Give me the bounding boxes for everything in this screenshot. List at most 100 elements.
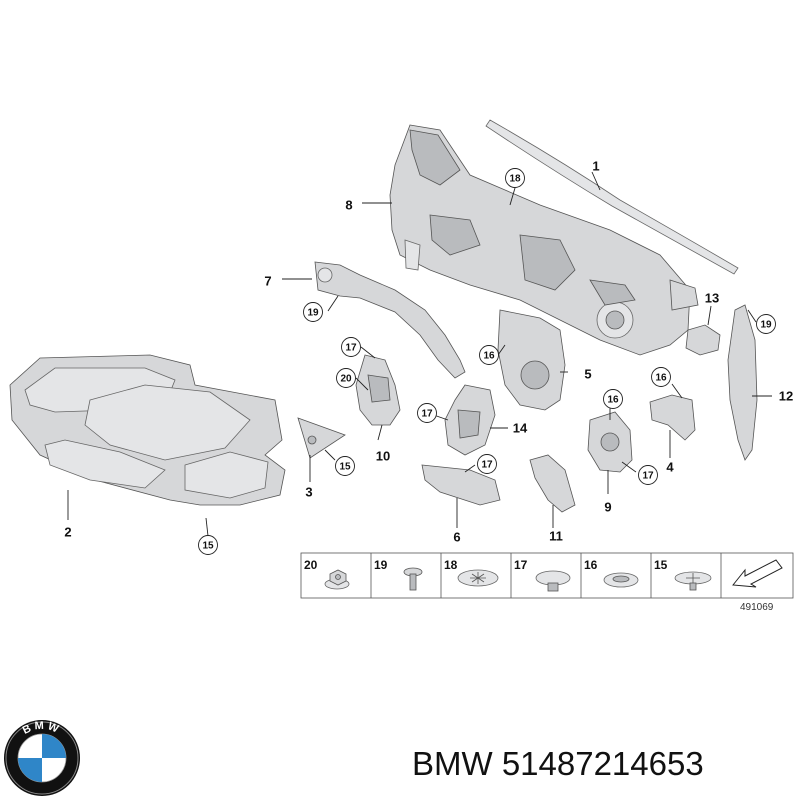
hex-nut-icon (324, 569, 350, 590)
part-6-strip (421, 464, 501, 506)
callout-number: 12 (779, 389, 793, 404)
diagram-ref-number: 491069 (740, 602, 774, 613)
fastener-callout: 15 (335, 456, 355, 476)
part-callout: 4 (666, 460, 674, 475)
part-callout: 11 (549, 529, 563, 544)
callout-number: 16 (607, 395, 619, 406)
part-callout: 7 (264, 274, 271, 289)
part-11-bracket (529, 454, 576, 513)
callout-number: 9 (604, 500, 611, 515)
part-1-seal-strip (485, 119, 739, 275)
callout-number: 16 (483, 351, 495, 362)
fastener-table-cell-number: 15 (654, 558, 668, 572)
part-3-triangle-pad (297, 417, 346, 459)
part-2-underguard (9, 354, 286, 506)
fastener-callout: 17 (477, 454, 497, 474)
callout-circle (335, 456, 355, 476)
fastener-callout: 16 (651, 367, 671, 387)
fastener-callout: 16 (603, 389, 623, 409)
callout-circle (479, 345, 499, 365)
callout-number: 2 (64, 525, 71, 540)
part-10-bracket (355, 354, 401, 426)
star-clip-icon (674, 571, 712, 591)
callout-circle (341, 337, 361, 357)
callout-circle (756, 314, 776, 334)
fastener-callout: 19 (303, 302, 323, 322)
callout-circle (505, 168, 525, 188)
callout-circle (477, 454, 497, 474)
callout-number: 11 (549, 529, 563, 544)
part-callout: 10 (376, 449, 390, 464)
callout-number: 5 (584, 367, 591, 382)
callout-number: 13 (705, 291, 719, 306)
callout-number: 17 (421, 409, 433, 420)
brand-part-caption: BMW 51487214653 (412, 745, 704, 782)
fastener-table (300, 552, 794, 599)
bmw-logo: BMW (4, 720, 80, 796)
part-callout: 14 (513, 421, 528, 436)
callout-labels: 1234567891011121314181919161720171715161… (64, 159, 793, 555)
fastener-table-cell-number: 17 (514, 558, 528, 572)
callout-number: 20 (340, 374, 352, 385)
part-14-bracket (444, 384, 496, 456)
part-8-bulkhead (389, 124, 699, 356)
fastener-callout: 17 (638, 465, 658, 485)
part-13-block (685, 324, 721, 356)
part-callout: 1 (592, 159, 599, 174)
part-12-panel (727, 304, 758, 461)
part-callout: 3 (305, 485, 312, 500)
callout-circle (198, 535, 218, 555)
fastener-callout: 19 (756, 314, 776, 334)
fastener-callout: 16 (479, 345, 499, 365)
fastener-callout: 18 (505, 168, 525, 188)
part-9-bracket (587, 411, 633, 473)
callout-number: 17 (642, 471, 654, 482)
callout-number: 15 (339, 462, 351, 473)
callout-number: 4 (666, 460, 674, 475)
callout-number: 19 (307, 308, 319, 319)
fastener-table-cell-number: 18 (444, 558, 458, 572)
fastener-callout: 17 (417, 403, 437, 423)
fastener-callout: 15 (198, 535, 218, 555)
callout-circle (651, 367, 671, 387)
callout-circle (417, 403, 437, 423)
callout-circle (336, 368, 356, 388)
part-callout: 13 (705, 291, 719, 306)
part-callout: 12 (779, 389, 793, 404)
callout-number: 6 (453, 530, 460, 545)
part-callout: 9 (604, 500, 611, 515)
expanding-clip-icon (535, 570, 571, 592)
part-4-bracket (649, 394, 696, 441)
part-7-bracket (314, 261, 466, 379)
callout-circle (303, 302, 323, 322)
fastener-table-cell-number: 16 (584, 558, 598, 572)
callout-circle (603, 389, 623, 409)
washer-clip-icon (603, 572, 639, 588)
fastener-callout: 17 (341, 337, 361, 357)
callout-number: 1 (592, 159, 599, 174)
part-callout: 6 (453, 530, 460, 545)
fastener-table-cell-number: 20 (304, 558, 318, 572)
callout-number: 10 (376, 449, 390, 464)
part-3-hole (307, 435, 317, 445)
callout-number: 14 (513, 421, 528, 436)
fastener-callout: 20 (336, 368, 356, 388)
direction-arrow-icon (732, 559, 783, 588)
callout-number: 16 (655, 373, 667, 384)
part-5-panel (497, 309, 566, 411)
callout-circle (638, 465, 658, 485)
callout-number: 15 (202, 541, 214, 552)
star-clip-icon (457, 569, 499, 587)
callout-number: 19 (760, 320, 772, 331)
leader-lines (67, 171, 772, 537)
part-callout: 2 (64, 525, 71, 540)
part-callout: 5 (584, 367, 591, 382)
callout-number: 8 (345, 198, 352, 213)
part-callout: 8 (345, 198, 352, 213)
callout-number: 17 (481, 460, 493, 471)
bmw-logo-letters: BMW (21, 720, 63, 737)
push-rivet-icon (403, 567, 423, 591)
callout-number: 3 (305, 485, 312, 500)
